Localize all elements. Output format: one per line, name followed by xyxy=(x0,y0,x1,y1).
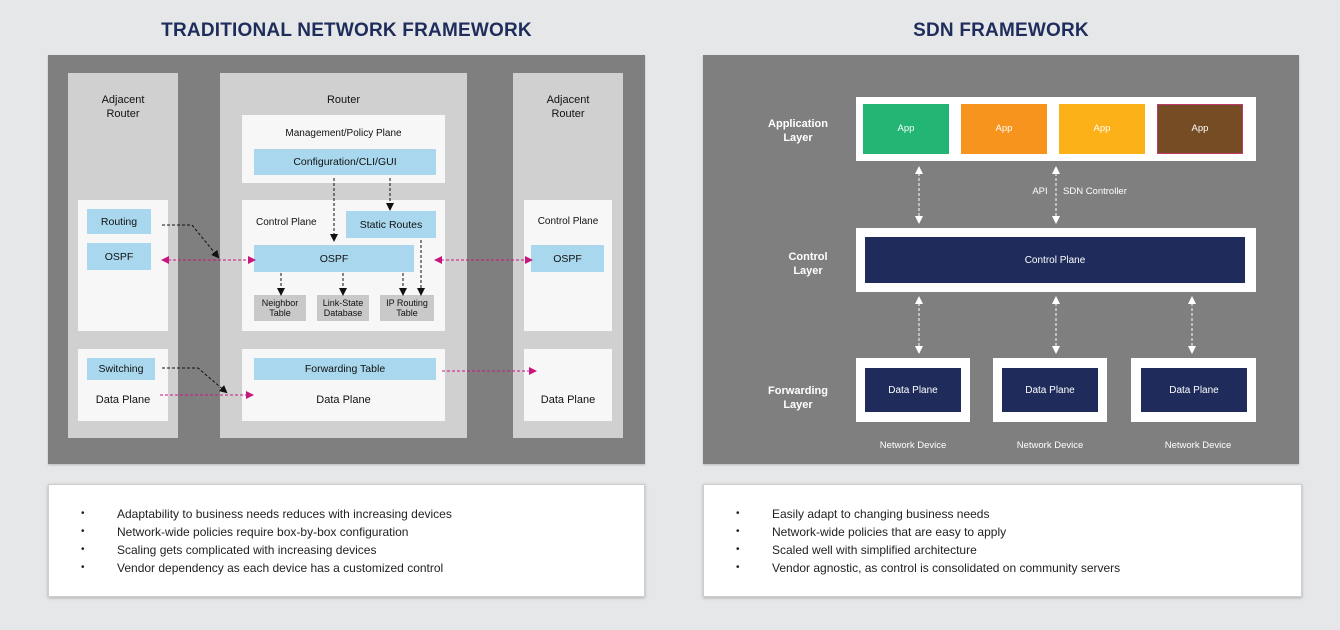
network-device-label-3: Network Device xyxy=(1164,440,1232,451)
app-box-4: App xyxy=(1157,104,1243,154)
sdn-bullet: Vendor agnostic, as control is consolida… xyxy=(704,559,1301,577)
sdn-bullet: Network-wide policies that are easy to a… xyxy=(704,523,1301,541)
network-device-label-2: Network Device xyxy=(1016,440,1084,451)
app-label: App xyxy=(1191,123,1209,134)
api-label: API xyxy=(1032,186,1048,197)
router-data-plane-label: Data Plane xyxy=(316,394,371,406)
link-state-database-box: Link-State Database xyxy=(317,295,369,321)
management-plane-box: Management/Policy Plane Configuration/CL… xyxy=(242,115,445,183)
network-device-box-2: Data Plane xyxy=(993,358,1107,422)
left-switching-box: Switching xyxy=(87,358,155,380)
config-cli-gui-box: Configuration/CLI/GUI xyxy=(254,149,436,175)
right-data-plane-label: Data Plane xyxy=(540,394,596,406)
sdn-bullet: Easily adapt to changing business needs xyxy=(704,505,1301,523)
sdn-bullets-box: Easily adapt to changing business needs … xyxy=(703,484,1302,597)
left-ospf-box: OSPF xyxy=(87,243,151,270)
app-label: App xyxy=(897,123,915,134)
left-control-box: Routing OSPF xyxy=(78,200,168,331)
left-adjacent-router: Adjacent Router Routing OSPF Switching D… xyxy=(68,73,178,438)
sdn-diagram: Application Layer Control Layer Forwardi… xyxy=(703,55,1299,464)
forwarding-table-box: Forwarding Table xyxy=(254,358,436,380)
central-router: Router Management/Policy Plane Configura… xyxy=(220,73,467,438)
router-title: Router xyxy=(326,94,361,106)
data-plane-box-3: Data Plane xyxy=(1141,368,1247,412)
sdn-control-plane-box: Control Plane xyxy=(865,237,1245,283)
control-plane-label: Control Plane xyxy=(256,217,317,228)
sdn-title: SDN FRAMEWORK xyxy=(913,20,1089,41)
traditional-bullet: Vendor dependency as each device has a c… xyxy=(49,559,644,577)
app-label: App xyxy=(995,123,1013,134)
sdn-bullet: Scaled well with simplified architecture xyxy=(704,541,1301,559)
traditional-diagram: Adjacent Router Routing OSPF Switching D… xyxy=(48,55,645,464)
control-layer-label: Control Layer xyxy=(788,251,828,277)
data-plane-box-2: Data Plane xyxy=(1002,368,1098,412)
network-device-box-1: Data Plane xyxy=(856,358,970,422)
right-adjacent-router: Adjacent Router Control Plane OSPF Data … xyxy=(513,73,623,438)
right-control-box: Control Plane OSPF xyxy=(524,200,612,331)
app-label: App xyxy=(1093,123,1111,134)
app-box-1: App xyxy=(863,104,949,154)
traditional-bullet: Network-wide policies require box-by-box… xyxy=(49,523,644,541)
control-plane-box: Control Plane Static Routes OSPF Neighbo… xyxy=(242,200,445,331)
router-ospf-box: OSPF xyxy=(254,245,414,272)
data-plane-box-1: Data Plane xyxy=(865,368,961,412)
left-routing-box: Routing xyxy=(87,209,151,234)
right-control-plane-label: Control Plane xyxy=(537,216,599,227)
forwarding-layer-label: Forwarding Layer xyxy=(768,385,828,411)
left-data-plane-label: Data Plane xyxy=(95,394,151,406)
traditional-bullets-box: Adaptability to business needs reduces w… xyxy=(48,484,645,597)
app-box-3: App xyxy=(1059,104,1145,154)
static-routes-box: Static Routes xyxy=(346,211,436,238)
router-data-box: Forwarding Table Data Plane xyxy=(242,349,445,421)
application-layer-box: App App App App xyxy=(856,97,1256,161)
ip-routing-table-box: IP Routing Table xyxy=(380,295,434,321)
control-layer-box: Control Plane xyxy=(856,228,1256,292)
app-box-2: App xyxy=(961,104,1047,154)
network-device-label-1: Network Device xyxy=(879,440,947,451)
traditional-bullets-list: Adaptability to business needs reduces w… xyxy=(49,485,644,577)
left-router-title: Adjacent Router xyxy=(101,94,145,120)
traditional-title: TRADITIONAL NETWORK FRAMEWORK xyxy=(161,20,532,41)
right-ospf-box: OSPF xyxy=(531,245,604,272)
management-plane-label: Management/Policy Plane xyxy=(285,128,402,139)
right-data-box: Data Plane xyxy=(524,349,612,421)
sdn-controller-label: SDN Controller xyxy=(1063,186,1127,197)
traditional-bullet: Adaptability to business needs reduces w… xyxy=(49,505,644,523)
network-device-box-3: Data Plane xyxy=(1131,358,1256,422)
left-data-box: Switching Data Plane xyxy=(78,349,168,421)
sdn-bullets-list: Easily adapt to changing business needs … xyxy=(704,485,1301,577)
traditional-bullet: Scaling gets complicated with increasing… xyxy=(49,541,644,559)
application-layer-label: Application Layer xyxy=(768,118,828,144)
right-router-title: Adjacent Router xyxy=(546,94,590,120)
neighbor-table-box: Neighbor Table xyxy=(254,295,306,321)
